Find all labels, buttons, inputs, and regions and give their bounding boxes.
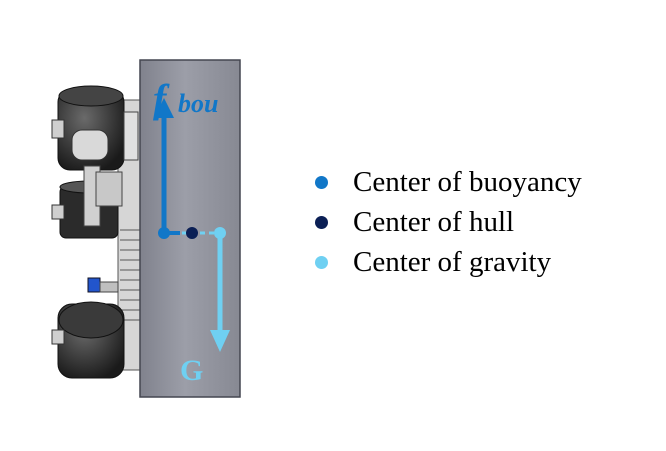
gravity-center-point — [214, 227, 226, 239]
legend-label: Center of buoyancy — [353, 165, 582, 198]
hull-center-point — [186, 227, 198, 239]
legend: Center of buoyancy Center of hull Center… — [315, 162, 645, 282]
legend-dot-icon — [315, 215, 328, 229]
legend-item-buoyancy: Center of buoyancy — [315, 162, 645, 202]
legend-item-gravity: Center of gravity — [315, 242, 645, 282]
gravity-arrowhead — [210, 330, 230, 352]
buoyancy-force-label: f — [153, 76, 170, 121]
legend-label: Center of gravity — [353, 245, 552, 278]
robot-machinery — [51, 85, 143, 379]
buoyancy-subscript-label: bou — [178, 89, 218, 118]
gravity-label: G — [180, 354, 203, 387]
legend-item-hull: Center of hull — [315, 202, 645, 242]
legend-dot-icon — [315, 255, 328, 269]
legend-dot-icon — [315, 175, 328, 189]
buoyancy-center-point — [158, 227, 170, 239]
legend-label: Center of hull — [353, 205, 515, 238]
